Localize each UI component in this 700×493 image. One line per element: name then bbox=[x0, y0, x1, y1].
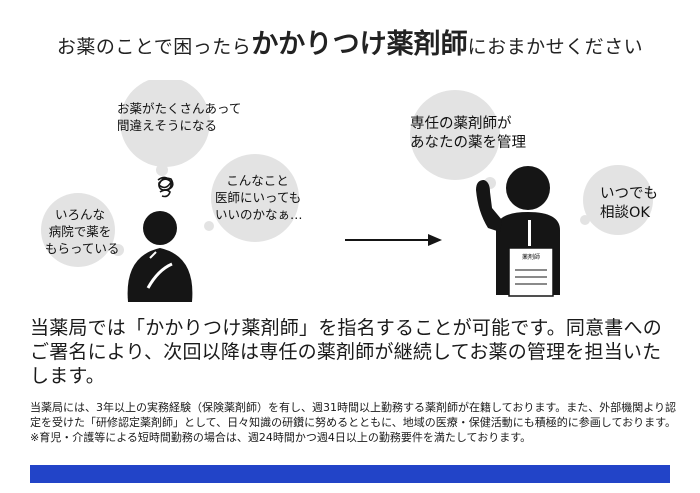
bubble-line: 相談OK bbox=[600, 205, 650, 221]
bubble-trail-multi-hospital bbox=[112, 244, 124, 256]
bubble-text-anytime: いつでも相談OK bbox=[600, 185, 670, 223]
bubble-line: いいのかなぁ… bbox=[215, 207, 303, 222]
bubble-trail-ask-doctor bbox=[204, 221, 214, 231]
bubble-dedicated bbox=[410, 90, 500, 180]
title-suffix: におまかせください bbox=[467, 36, 644, 58]
bubble-line: もらっている bbox=[45, 241, 120, 256]
pharmacist-icon: 薬剤師 bbox=[476, 166, 560, 297]
note-line-1: 当薬局には、3年以上の実務経験（保険薬剤師）を有し、週31時間以上勤務する薬剤師… bbox=[30, 401, 677, 429]
illustration: 薬剤師 bbox=[41, 80, 653, 302]
title-prefix: お薬のことで困ったら bbox=[56, 36, 252, 58]
bubble-trail-anytime bbox=[580, 215, 590, 225]
bubble-line: 病院で薬を bbox=[48, 224, 112, 239]
bubble-line: あなたの薬を管理 bbox=[410, 135, 526, 151]
bubble-trail-many-meds bbox=[156, 164, 168, 176]
arrow-right-icon bbox=[345, 234, 442, 246]
page-title: お薬のことで困ったらかかりつけ薬剤師におまかせください bbox=[0, 22, 700, 61]
bubble-text-dedicated: 専任の薬剤師があなたの薬を管理 bbox=[410, 115, 530, 153]
bubble-line: いつでも bbox=[600, 186, 658, 202]
bubble-line: お薬がたくさんあって bbox=[117, 101, 242, 116]
confused-patient-icon bbox=[127, 211, 193, 302]
bubble-line: 間違えそうになる bbox=[117, 118, 218, 133]
requirements-note: 当薬局には、3年以上の実務経験（保険薬剤師）を有し、週31時間以上勤務する薬剤師… bbox=[30, 400, 680, 445]
bubble-line: 専任の薬剤師が bbox=[410, 116, 512, 132]
title-emphasis: かかりつけ薬剤師 bbox=[251, 29, 468, 60]
bubble-line: 医師にいっても bbox=[215, 190, 302, 205]
bottom-accent-bar bbox=[30, 465, 670, 483]
bubble-line: こんなこと bbox=[226, 173, 289, 188]
bubble-anytime bbox=[583, 165, 653, 235]
bubble-text-many-meds: お薬がたくさんあって間違えそうになる bbox=[117, 100, 242, 134]
bubble-multi-hospital bbox=[41, 193, 115, 267]
bubble-text-multi-hospital: いろんな病院で薬をもらっている bbox=[45, 206, 120, 257]
bubble-ask-doctor bbox=[211, 154, 299, 242]
note-line-2: ※育児・介護等による短時間勤務の場合は、週24時間かつ週4日以上の勤務要件を満た… bbox=[30, 431, 532, 444]
bubble-text-ask-doctor: こんなこと医師にいってもいいのかなぁ… bbox=[215, 172, 303, 223]
bubble-line: いろんな bbox=[54, 207, 105, 222]
tangle-scribble-icon bbox=[157, 176, 174, 198]
main-description: 当薬局では「かかりつけ薬剤師」を指名することが可能です。同意書へのご署名により、… bbox=[30, 317, 662, 387]
bubble-many-meds bbox=[120, 80, 210, 167]
badge-label: 薬剤師 bbox=[522, 253, 540, 261]
